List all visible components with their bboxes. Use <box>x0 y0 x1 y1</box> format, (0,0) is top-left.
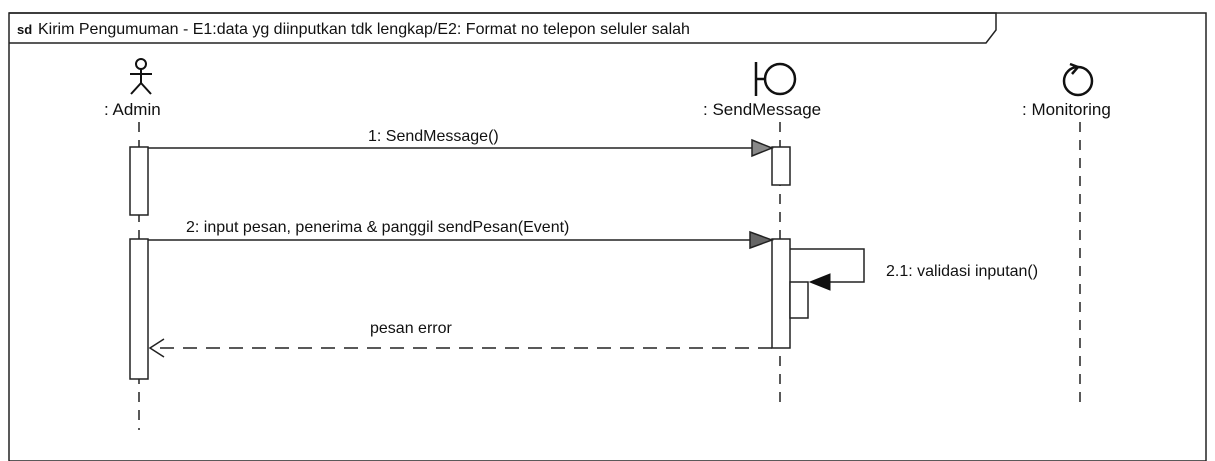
actor-icon <box>130 58 152 95</box>
frame-keyword: sd <box>17 22 32 37</box>
lifeline-name-admin: : Admin <box>104 100 161 119</box>
activation-admin-2 <box>129 238 149 380</box>
control-icon <box>1062 62 1094 97</box>
lifeline-name-monitoring: : Monitoring <box>1022 100 1111 119</box>
frame-title-tab <box>9 12 997 44</box>
return-arrowhead <box>148 338 165 358</box>
message-label-1: 1: SendMessage() <box>368 128 499 145</box>
message-label-return: pesan error <box>370 320 452 337</box>
self-message-arrow <box>790 248 865 283</box>
message-arrowhead-2 <box>749 230 775 250</box>
self-message-arrowhead <box>808 273 831 291</box>
message-label-2: 2: input pesan, penerima & panggil sendP… <box>186 219 569 236</box>
frame-title: Kirim Pengumuman - E1:data yg diinputkan… <box>38 21 690 38</box>
boundary-icon <box>754 62 797 96</box>
activation-sendmessage-3 <box>789 281 809 319</box>
message-label-2-1: 2.1: validasi inputan() <box>886 263 1038 280</box>
activation-sendmessage-1 <box>771 146 791 186</box>
activation-admin-1 <box>129 146 149 216</box>
lifeline-name-sendmessage: : SendMessage <box>703 100 821 119</box>
message-arrowhead-1 <box>751 138 775 158</box>
diagram-frame <box>8 12 1207 461</box>
activation-sendmessage-2 <box>771 238 791 349</box>
